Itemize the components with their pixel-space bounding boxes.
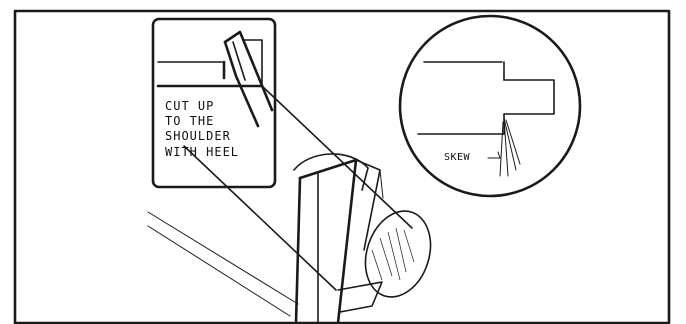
tool-rest bbox=[148, 212, 298, 316]
callout-left-line-3: SHOULDER bbox=[165, 129, 231, 143]
callout-left-line-1: CUT UP bbox=[165, 99, 214, 113]
workpiece-cylinder bbox=[184, 86, 441, 305]
callout-left-line-2: TO THE bbox=[165, 114, 214, 128]
callout-left-line-4: WITH HEEL bbox=[165, 145, 239, 159]
callout-box-left: CUT UP TO THE SHOULDER WITH HEEL bbox=[153, 19, 275, 187]
skew-label: SKEW bbox=[444, 152, 471, 163]
callout-circle-right: SKEW bbox=[400, 16, 580, 196]
